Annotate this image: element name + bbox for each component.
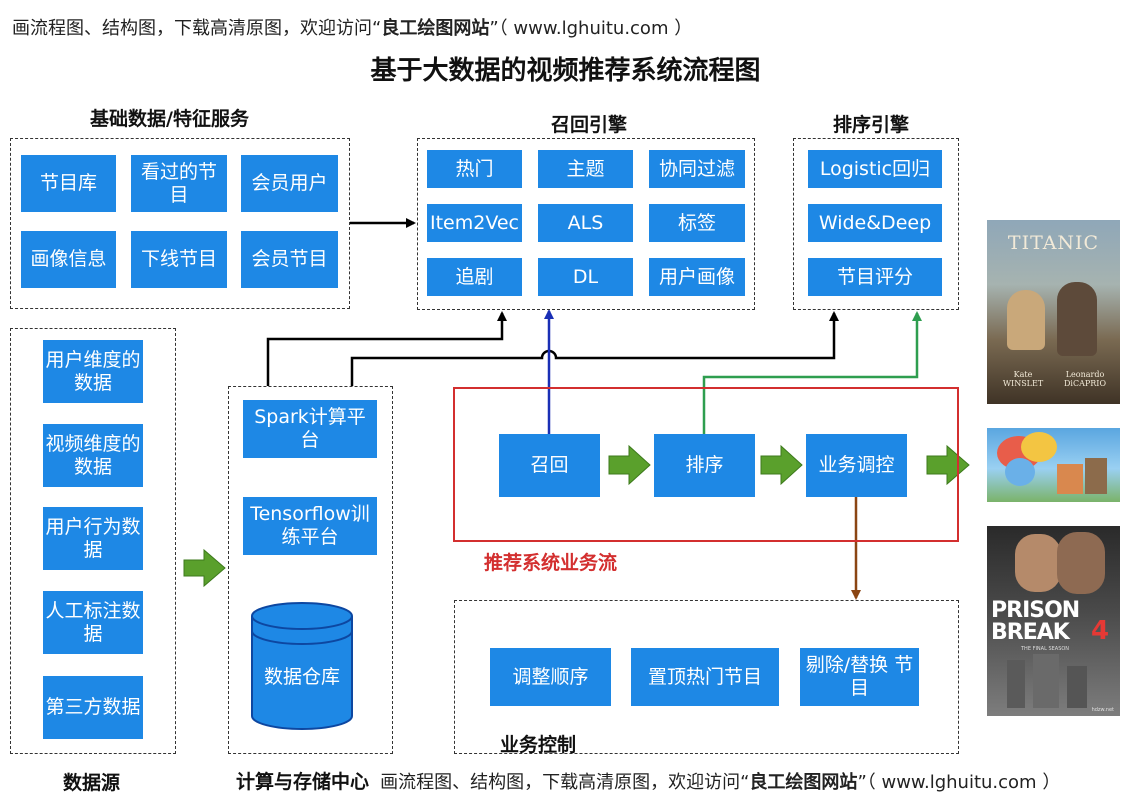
prison-season-number: 4 <box>1091 616 1110 646</box>
basic-item: 会员节目 <box>241 231 338 288</box>
recall-item: DL <box>538 258 633 296</box>
bottom-watermark: 画流程图、结构图，下载高清原图，欢迎访问“良工绘图网站”（ www.lghuit… <box>380 772 1061 793</box>
top-watermark: 画流程图、结构图，下载高清原图，欢迎访问“良工绘图网站”（ www.lghuit… <box>12 18 693 39</box>
titanic-poster: TITANIC Kate WINSLET Leonardo DiCAPRIO <box>987 220 1120 404</box>
recommend-flow-frame <box>453 387 959 542</box>
prison-line1: PRISON <box>991 598 1080 623</box>
control-item: 调整顺序 <box>490 648 611 706</box>
titanic-actor-left: Kate WINSLET <box>1002 370 1044 388</box>
control-item: 剔除/替换 节目 <box>800 648 919 706</box>
compute-item: Spark计算平台 <box>243 400 377 458</box>
recall-item: 标签 <box>649 204 745 242</box>
flow-step: 排序 <box>654 434 755 497</box>
prison-break-poster: PRISON BREAK 4 THE FINAL SEASON hdzw.net <box>987 526 1120 716</box>
basic-item: 画像信息 <box>21 231 116 288</box>
group-label-rank: 排序引擎 <box>833 114 910 136</box>
basic-item: 会员用户 <box>241 155 338 212</box>
group-label-control: 业务控制 <box>500 734 577 756</box>
source-item: 人工标注数据 <box>43 591 143 654</box>
source-item: 视频维度的数据 <box>43 424 143 487</box>
group-rank <box>793 138 959 310</box>
prison-footer: hdzw.net <box>1091 707 1114 713</box>
recommend-flow-label: 推荐系统业务流 <box>484 552 618 574</box>
connector-rank-up <box>702 311 922 434</box>
basic-item: 节目库 <box>21 155 116 212</box>
source-item: 第三方数据 <box>43 676 143 739</box>
basic-item: 看过的节目 <box>131 155 227 212</box>
group-label-source: 数据源 <box>63 772 121 794</box>
group-basic <box>10 138 350 309</box>
titanic-actor-right: Leonardo DiCAPRIO <box>1064 370 1106 388</box>
titanic-poster-title: TITANIC <box>1007 232 1100 254</box>
group-label-recall: 召回引擎 <box>551 114 628 136</box>
warehouse-label: 数据仓库 <box>263 666 340 688</box>
source-item: 用户行为数据 <box>43 507 143 570</box>
basic-item: 下线节目 <box>131 231 227 288</box>
group-compute <box>228 386 393 754</box>
bottom-line: 计算与存储中心 画流程图、结构图，下载高清原图，欢迎访问“良工绘图网站”（ ww… <box>236 767 1060 794</box>
compute-item: Tensorflow训练平台 <box>243 497 377 555</box>
block-arrow-recall <box>608 444 651 486</box>
group-recall <box>417 138 755 310</box>
recall-item: ALS <box>538 204 633 242</box>
source-item: 用户维度的数据 <box>43 340 143 403</box>
rank-item: 节目评分 <box>808 258 942 296</box>
recall-item: Item2Vec <box>427 204 522 242</box>
group-source <box>10 328 176 754</box>
group-label-basic: 基础数据/特征服务 <box>90 108 249 130</box>
flow-step: 业务调控 <box>806 434 907 497</box>
up-poster <box>987 428 1120 502</box>
rank-item: Logistic回归 <box>808 150 942 188</box>
prison-line2: BREAK <box>991 620 1070 645</box>
diagram-title: 基于大数据的视频推荐系统流程图 <box>370 56 761 86</box>
group-label-compute: 计算与存储中心 <box>236 771 370 793</box>
recall-item: 追剧 <box>427 258 522 296</box>
rank-item: Wide&Deep <box>808 204 942 242</box>
recall-item: 热门 <box>427 150 522 188</box>
block-arrow-rank <box>760 444 803 486</box>
control-item: 置顶热门节目 <box>631 648 779 706</box>
prison-subtitle: THE FINAL SEASON <box>1021 646 1070 652</box>
connector-compute-to-rank <box>350 311 839 386</box>
connector-compute-to-recall <box>266 311 507 386</box>
flow-step: 召回 <box>499 434 600 497</box>
block-arrow-source <box>183 548 226 588</box>
recall-item: 用户画像 <box>649 258 745 296</box>
group-control <box>454 600 959 754</box>
recall-item: 协同过滤 <box>649 150 745 188</box>
recall-item: 主题 <box>538 150 633 188</box>
